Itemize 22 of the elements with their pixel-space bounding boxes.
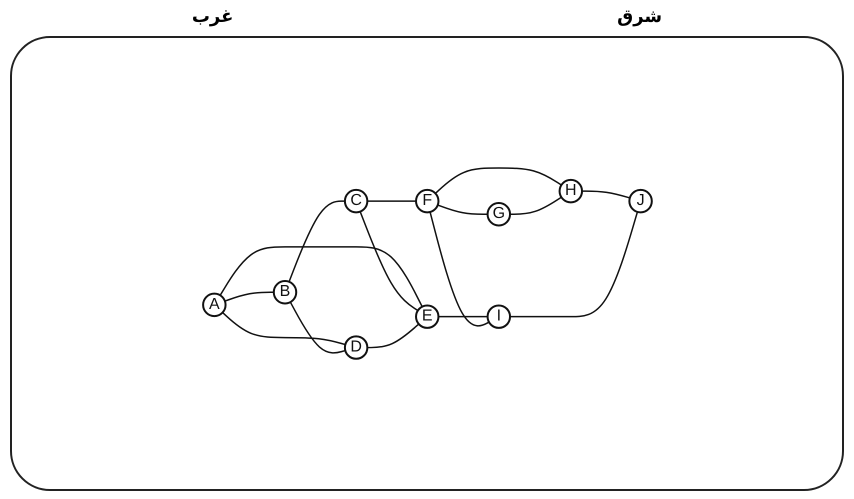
connector <box>434 166 562 195</box>
connector <box>219 246 424 308</box>
connector <box>510 196 562 215</box>
node-circle <box>202 292 227 317</box>
connector <box>360 210 420 312</box>
connector <box>367 322 420 348</box>
node-circle <box>344 335 369 360</box>
node-circle <box>415 304 440 329</box>
region-label: شرق <box>617 6 662 27</box>
connector <box>288 200 346 283</box>
node-circle <box>272 280 298 304</box>
node-circle <box>344 188 369 214</box>
node-circle <box>486 304 512 329</box>
connector <box>224 291 275 302</box>
connector <box>222 311 346 346</box>
region-label: غرب <box>192 6 234 27</box>
node-circle <box>558 178 584 204</box>
node-circle <box>628 188 654 214</box>
node-circle <box>415 188 440 214</box>
connector <box>289 300 346 354</box>
node-circle <box>486 202 512 226</box>
region-outline: H C F J G B A E I D <box>10 36 844 491</box>
